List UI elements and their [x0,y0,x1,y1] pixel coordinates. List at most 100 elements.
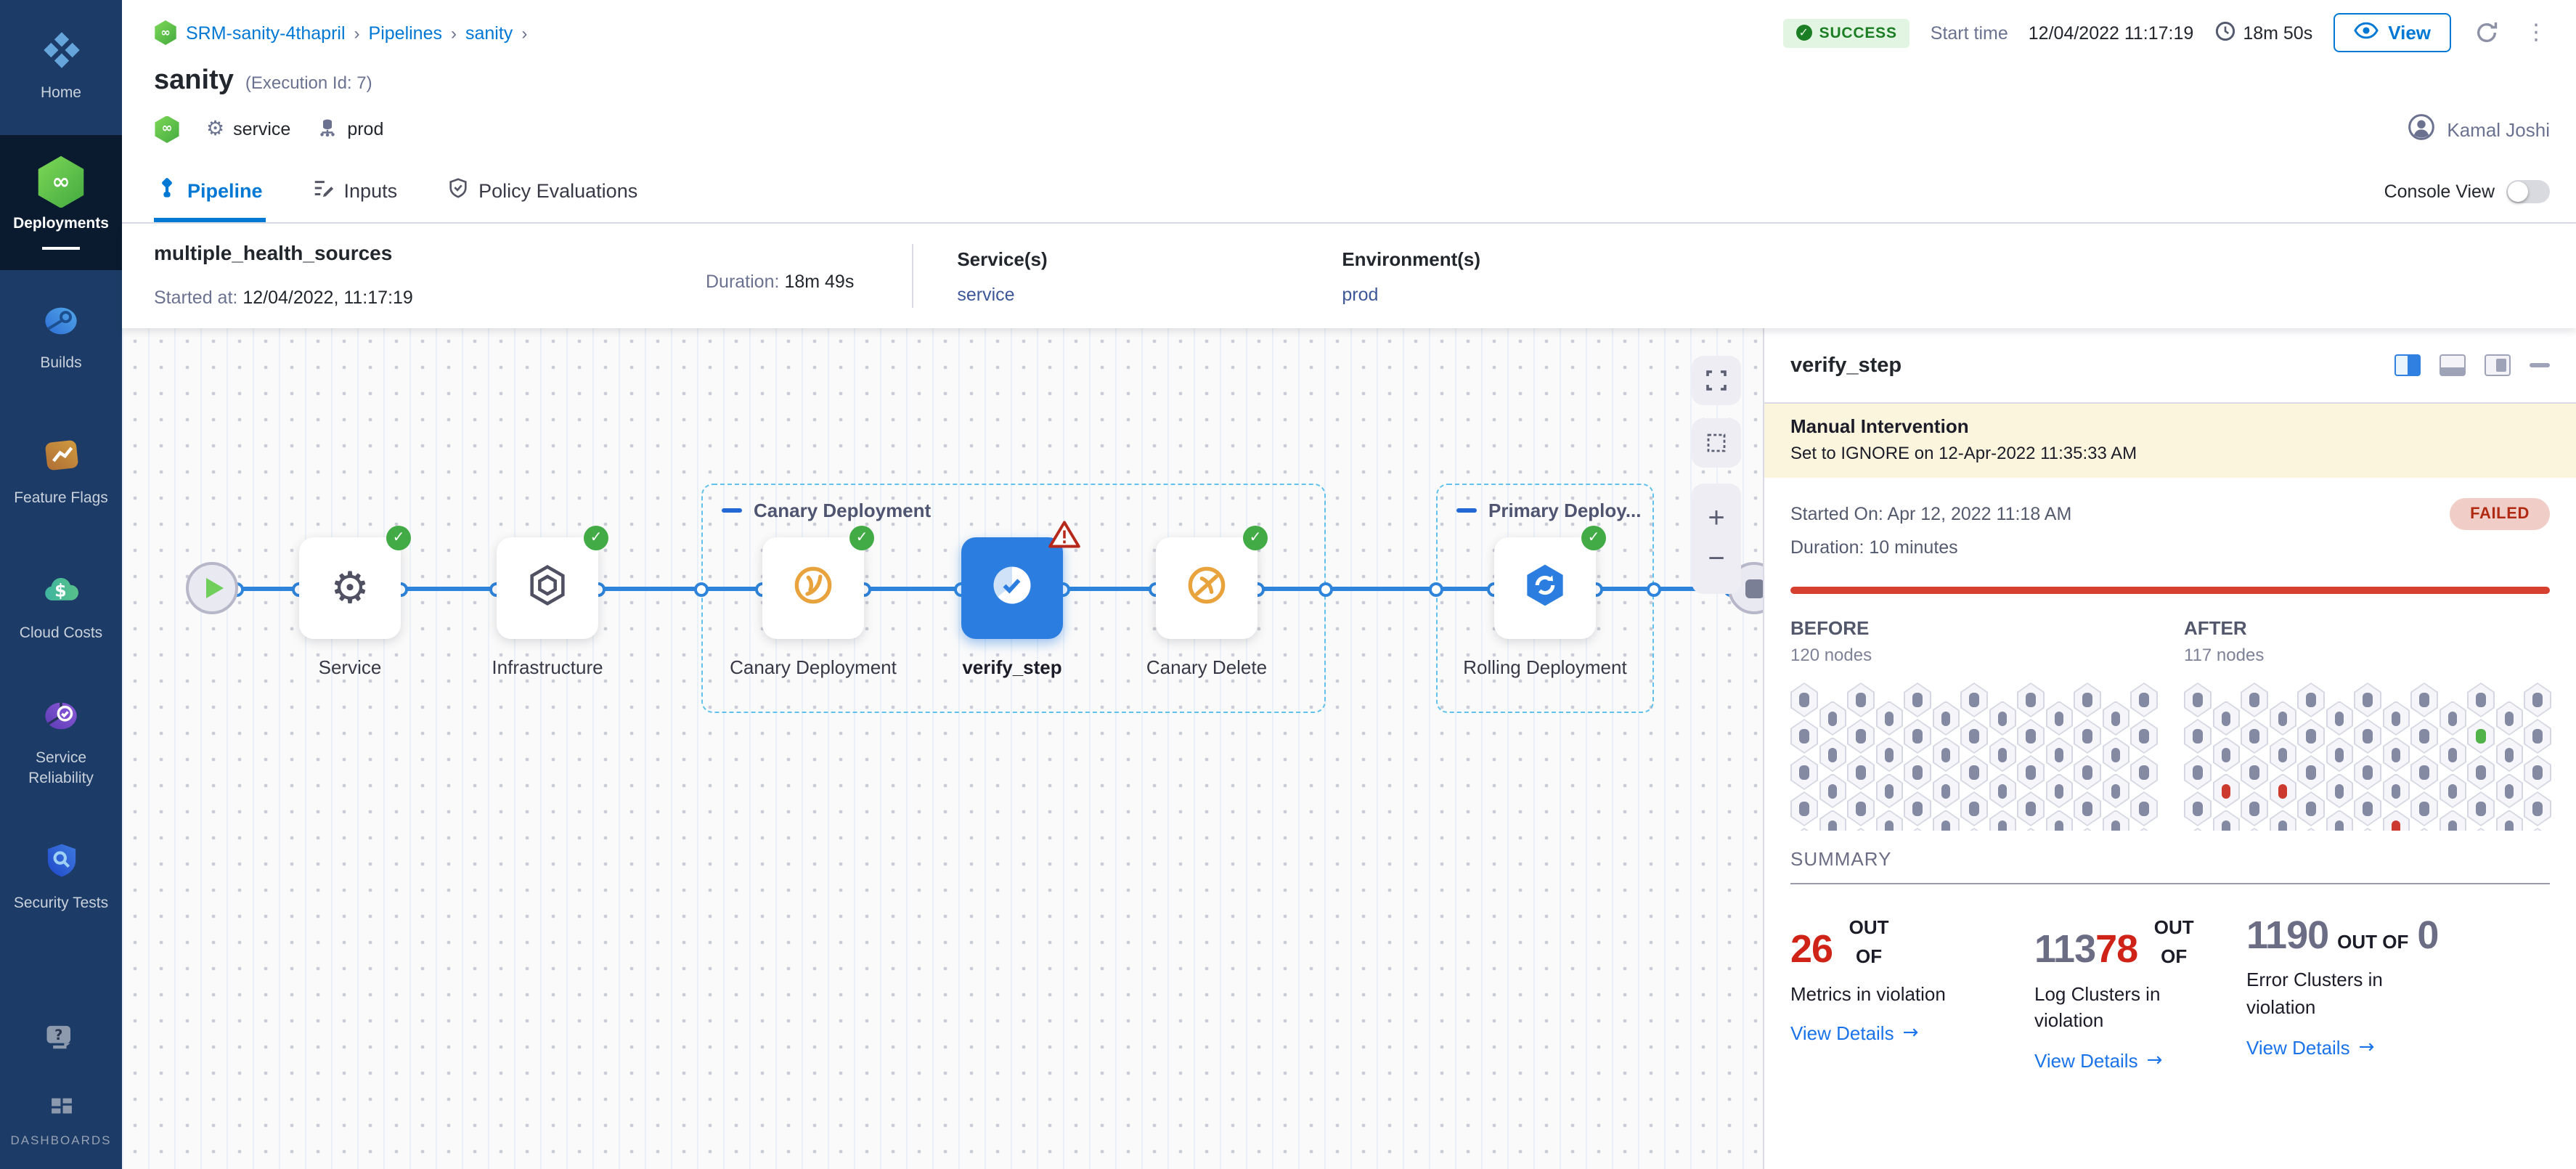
node-hexagon[interactable] [2354,791,2381,826]
sidebar-item-security-tests[interactable]: Security Tests [0,810,122,945]
node-hexagon[interactable] [2354,683,2381,717]
node-verify-step[interactable] [961,537,1063,639]
node-hexagon[interactable] [2130,719,2158,754]
node-hexagon[interactable] [2184,683,2212,717]
minimize-icon[interactable] [2530,363,2550,367]
node-hexagon[interactable] [1875,701,1903,736]
node-hexagon[interactable] [2410,828,2438,831]
node-hexagon[interactable] [2017,755,2045,790]
node-hexagon[interactable] [2045,737,2073,772]
node-hexagon[interactable] [2241,683,2268,717]
node-hexagon[interactable] [2130,755,2158,790]
node-hexagon[interactable] [2297,791,2325,826]
node-hexagon[interactable] [2074,828,2101,831]
sidebar-item-service-reliability[interactable]: Service Reliability [0,675,122,810]
node-hexagon[interactable] [2326,810,2353,831]
node-hexagon[interactable] [2354,828,2381,831]
sidebar-item-dashboards[interactable]: DASHBOARDS [0,1078,122,1169]
node-hexagon[interactable] [2102,737,2129,772]
node-infrastructure[interactable]: ✓ [497,537,598,639]
node-hexagon[interactable] [2241,719,2268,754]
node-hexagon[interactable] [1932,701,1960,736]
node-hexagon[interactable] [2382,773,2410,808]
layout-floating-icon[interactable] [2485,354,2511,376]
node-hexagon[interactable] [2326,701,2353,736]
node-hexagon[interactable] [1960,828,1988,831]
node-hexagon[interactable] [1847,683,1875,717]
node-hexagon[interactable] [2495,810,2523,831]
node-hexagon[interactable] [2524,683,2551,717]
node-hexagon[interactable] [1847,755,1875,790]
node-hexagon[interactable] [1904,719,1931,754]
node-hexagon[interactable] [2382,701,2410,736]
tab-pipeline[interactable]: Pipeline [154,160,266,222]
node-hexagon[interactable] [1904,828,1931,831]
fit-to-screen-button[interactable] [1692,356,1741,405]
breadcrumb-pipelines[interactable]: Pipelines [369,23,442,43]
node-hexagon[interactable] [1989,773,2016,808]
node-hexagon[interactable] [1960,719,1988,754]
node-hexagon[interactable] [2212,810,2240,831]
node-hexagon[interactable] [1847,719,1875,754]
node-hexagon[interactable] [2467,719,2495,754]
node-hexagon[interactable] [1847,791,1875,826]
node-hexagon[interactable] [2130,828,2158,831]
node-hexagon[interactable] [2439,810,2466,831]
sidebar-item-home[interactable]: Home [0,0,122,135]
node-hexagon[interactable] [2297,719,2325,754]
node-hexagon[interactable] [2467,791,2495,826]
node-hexagon[interactable] [2326,773,2353,808]
node-hexagon[interactable] [2297,755,2325,790]
node-hexagon[interactable] [2212,737,2240,772]
sidebar-item-cloud-costs[interactable]: $ Cloud Costs [0,540,122,675]
node-hexagon[interactable] [2241,791,2268,826]
node-hexagon[interactable] [2354,755,2381,790]
before-node-hexgrid[interactable] [1790,683,2158,831]
node-hexagon[interactable] [2017,683,2045,717]
node-hexagon[interactable] [2495,701,2523,736]
node-hexagon[interactable] [2102,810,2129,831]
node-hexagon[interactable] [2017,828,2045,831]
node-hexagon[interactable] [2467,683,2495,717]
node-hexagon[interactable] [2184,719,2212,754]
node-hexagon[interactable] [1790,719,1818,754]
layout-split-right-icon[interactable] [2394,354,2421,376]
after-node-hexgrid[interactable] [2184,683,2551,831]
node-hexagon[interactable] [2524,828,2551,831]
node-hexagon[interactable] [2495,773,2523,808]
node-rolling-deployment[interactable]: ✓ [1494,537,1596,639]
node-hexagon[interactable] [2410,755,2438,790]
node-hexagon[interactable] [1989,810,2016,831]
node-hexagon[interactable] [2130,791,2158,826]
node-hexagon[interactable] [2467,828,2495,831]
node-hexagon[interactable] [2524,719,2551,754]
node-hexagon[interactable] [1904,683,1931,717]
node-hexagon[interactable] [1875,737,1903,772]
node-hexagon[interactable] [2017,791,2045,826]
node-hexagon[interactable] [1960,755,1988,790]
start-node[interactable] [186,562,238,614]
node-hexagon[interactable] [2184,828,2212,831]
node-hexagon[interactable] [2269,737,2296,772]
log-clusters-view-details-link[interactable]: View Details→ [2034,1050,2220,1072]
environment-tag[interactable]: prod [317,116,383,142]
tab-policy-evaluations[interactable]: Policy Evaluations [444,160,640,222]
node-hexagon[interactable] [2269,773,2296,808]
select-region-button[interactable] [1692,418,1741,468]
node-hexagon[interactable] [2102,701,2129,736]
node-hexagon[interactable] [2297,828,2325,831]
service-link[interactable]: service [957,285,1342,305]
group-label-canary[interactable]: Canary Deployment [722,500,931,521]
node-hexagon[interactable] [2297,683,2325,717]
service-tag[interactable]: ⚙ service [206,118,290,141]
tab-inputs[interactable]: Inputs [309,160,401,222]
node-hexagon[interactable] [2326,737,2353,772]
node-hexagon[interactable] [1819,701,1846,736]
node-hexagon[interactable] [1932,810,1960,831]
node-hexagon[interactable] [2074,683,2101,717]
node-hexagon[interactable] [1847,828,1875,831]
node-hexagon[interactable] [2269,701,2296,736]
node-hexagon[interactable] [2439,737,2466,772]
node-hexagon[interactable] [2524,791,2551,826]
node-hexagon[interactable] [2495,737,2523,772]
